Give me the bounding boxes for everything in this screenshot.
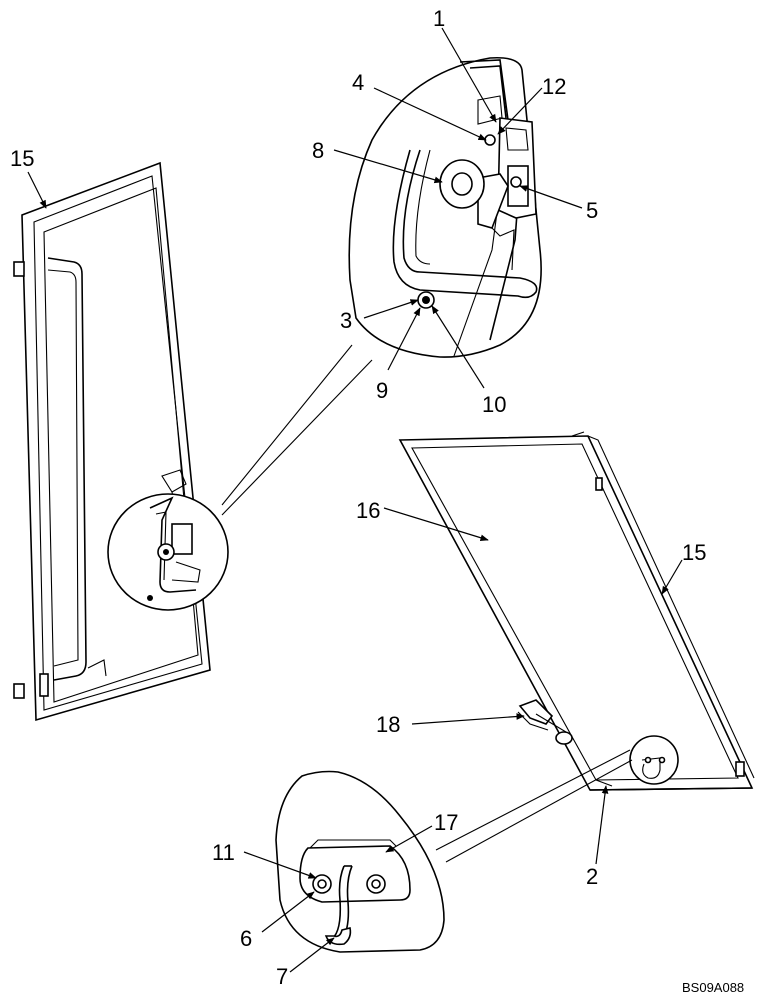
leader-lines <box>27 27 683 973</box>
callout-7: 7 <box>276 964 288 989</box>
callout-labels: 1 4 12 8 5 3 9 10 15 16 15 18 17 11 2 6 … <box>10 6 744 995</box>
callout-18: 18 <box>376 712 400 737</box>
callout-8: 8 <box>312 138 324 163</box>
callout-17: 17 <box>434 810 458 835</box>
callout-12: 12 <box>542 74 566 99</box>
callout-5: 5 <box>586 198 598 223</box>
callout-9: 9 <box>376 378 388 403</box>
callout-2: 2 <box>586 864 598 889</box>
drawing-code: BS09A088 <box>682 980 744 995</box>
callout-15-left: 15 <box>10 146 34 171</box>
callout-15-right: 15 <box>682 540 706 565</box>
hook-detail <box>275 770 445 953</box>
callout-10: 10 <box>482 392 506 417</box>
callout-1: 1 <box>433 6 445 31</box>
callout-16: 16 <box>356 498 380 523</box>
right-door-panel <box>398 431 755 791</box>
callout-6: 6 <box>240 926 252 951</box>
latch-detail-circle <box>107 493 229 611</box>
callout-3: 3 <box>340 308 352 333</box>
latch-detail <box>348 56 542 358</box>
callout-11: 11 <box>212 840 235 865</box>
callout-4: 4 <box>352 70 364 95</box>
left-door-frame <box>13 161 211 722</box>
